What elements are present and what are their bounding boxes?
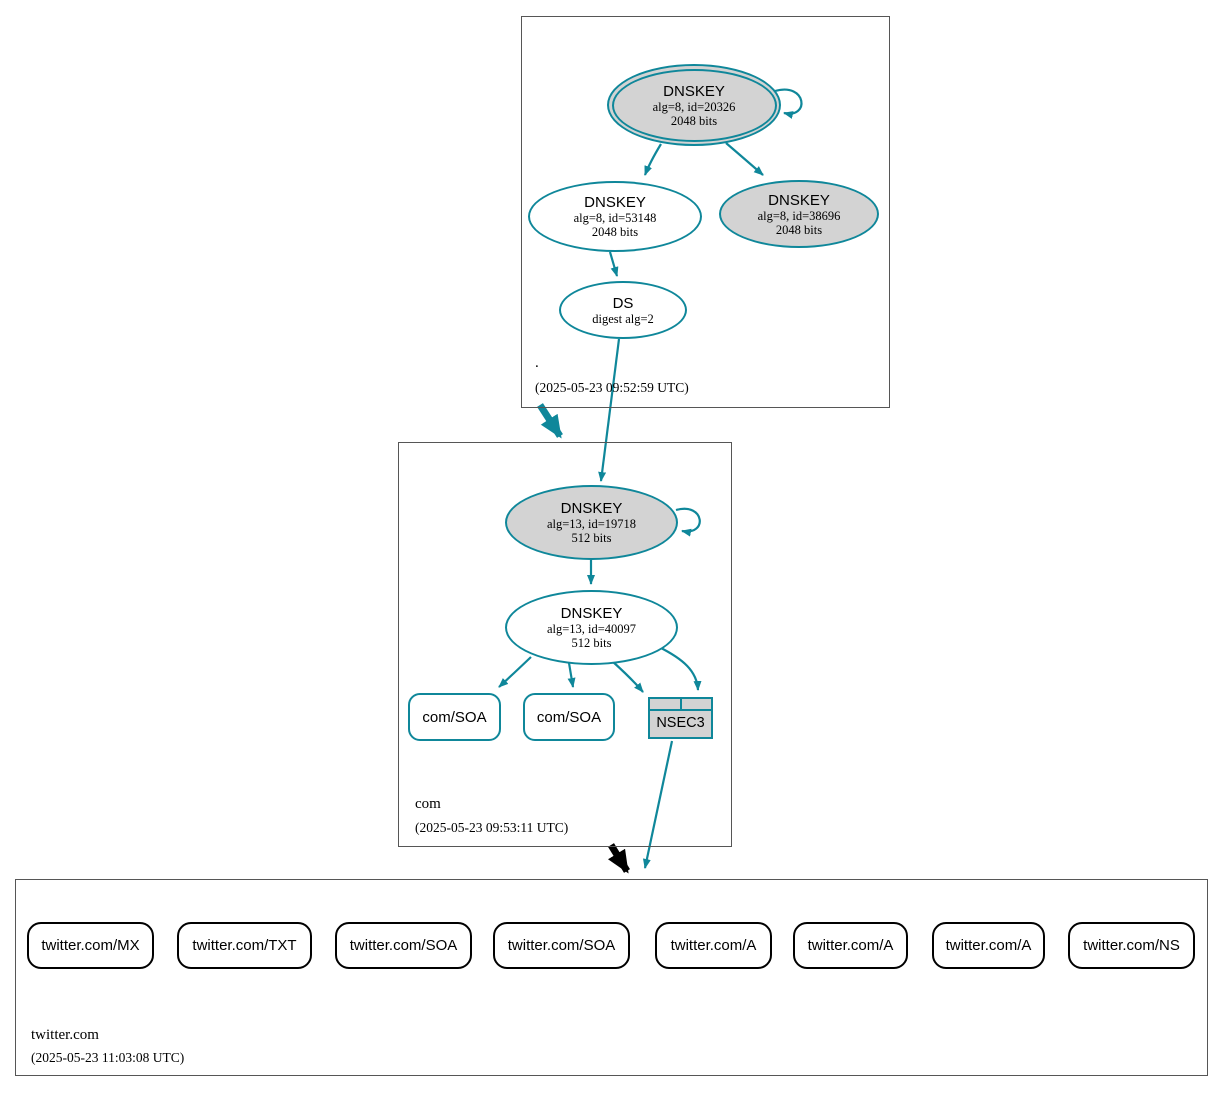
zone-box-com bbox=[398, 442, 732, 847]
node-dnskey-38696-root: DNSKEY alg=8, id=38696 2048 bits bbox=[719, 180, 879, 248]
node-detail: 512 bits bbox=[571, 636, 612, 650]
zone-name-root: . bbox=[535, 355, 539, 371]
node-detail: alg=8, id=38696 bbox=[757, 208, 841, 223]
node-rrset-twitter-a-2: twitter.com/A bbox=[793, 922, 908, 969]
node-title: DNSKEY bbox=[560, 605, 623, 622]
nsec3-label: NSEC3 bbox=[656, 715, 705, 731]
node-rrset-twitter-a-3: twitter.com/A bbox=[932, 922, 1045, 969]
zone-name-com: com bbox=[415, 796, 441, 812]
node-title: DS bbox=[612, 294, 634, 312]
node-rrset-twitter-mx: twitter.com/MX bbox=[27, 922, 154, 969]
edge-root-to-com-delegation bbox=[537, 403, 563, 439]
node-rrset-twitter-txt: twitter.com/TXT bbox=[177, 922, 312, 969]
node-title: DNSKEY bbox=[663, 82, 725, 100]
node-dnskey-zsk-root: DNSKEY alg=8, id=53148 2048 bits bbox=[528, 181, 702, 252]
zone-timestamp-twitter-com: (2025-05-23 11:03:08 UTC) bbox=[31, 1050, 185, 1065]
node-detail: alg=8, id=53148 bbox=[573, 211, 657, 225]
node-dnskey-ksk-root: DNSKEY alg=8, id=20326 2048 bits bbox=[607, 64, 781, 146]
nsec3-cell bbox=[682, 699, 712, 709]
node-detail: 2048 bits bbox=[591, 225, 639, 239]
node-detail: 512 bits bbox=[571, 531, 612, 545]
node-detail: alg=13, id=19718 bbox=[546, 517, 637, 531]
node-title: DNSKEY bbox=[560, 500, 623, 517]
node-title: DNSKEY bbox=[768, 191, 830, 209]
node-detail: alg=13, id=40097 bbox=[546, 622, 637, 636]
zone-box-twitter-com bbox=[15, 879, 1208, 1076]
node-rrset-twitter-a-1: twitter.com/A bbox=[655, 922, 772, 969]
node-dnskey-ksk-com: DNSKEY alg=13, id=19718 512 bits bbox=[505, 485, 678, 560]
node-detail: 2048 bits bbox=[775, 222, 823, 237]
zone-timestamp-com: (2025-05-23 09:53:11 UTC) bbox=[415, 820, 569, 835]
nsec3-header-cells bbox=[650, 699, 711, 711]
node-rrset-twitter-ns: twitter.com/NS bbox=[1068, 922, 1195, 969]
node-rrset-com-soa-1: com/SOA bbox=[408, 693, 501, 741]
node-rrset-com-soa-2: com/SOA bbox=[523, 693, 615, 741]
zone-box-root bbox=[521, 16, 890, 408]
edge-com-to-twitter-delegation bbox=[608, 843, 630, 874]
node-title: DNSKEY bbox=[584, 194, 646, 211]
zone-name-twitter-com: twitter.com bbox=[31, 1027, 99, 1043]
zone-timestamp-root: (2025-05-23 09:52:59 UTC) bbox=[535, 380, 689, 395]
nsec3-cell bbox=[650, 699, 682, 709]
node-detail: digest alg=2 bbox=[592, 311, 654, 326]
node-rrset-twitter-soa-2: twitter.com/SOA bbox=[493, 922, 630, 969]
node-detail: 2048 bits bbox=[670, 113, 718, 128]
node-ds-root: DS digest alg=2 bbox=[559, 281, 687, 339]
node-dnskey-zsk-com: DNSKEY alg=13, id=40097 512 bits bbox=[505, 590, 678, 665]
node-nsec3: NSEC3 bbox=[648, 697, 713, 739]
node-detail: alg=8, id=20326 bbox=[652, 99, 736, 114]
node-rrset-twitter-soa-1: twitter.com/SOA bbox=[335, 922, 472, 969]
